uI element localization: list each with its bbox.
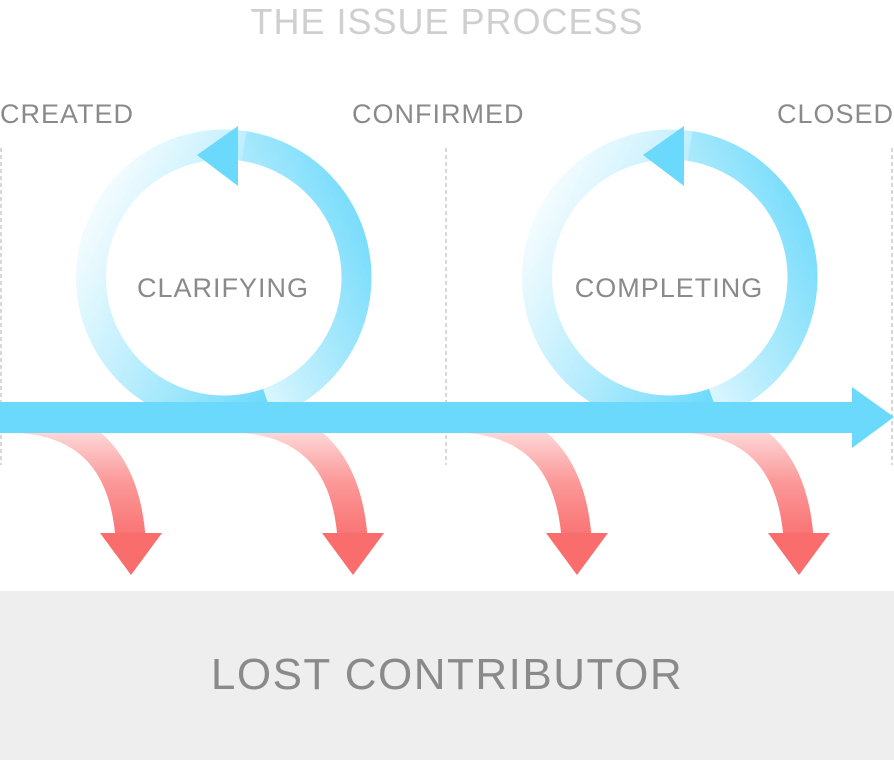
loss-arrow-2 bbox=[240, 403, 384, 575]
stage-label-closed: CLOSED bbox=[776, 99, 894, 129]
diagram-title: THE ISSUE PROCESS bbox=[250, 1, 644, 42]
loss-arrow-3 bbox=[464, 403, 608, 575]
stage-label-created: CREATED bbox=[0, 99, 135, 129]
loop-label-completing: COMPLETING bbox=[574, 273, 764, 303]
completing-loop-arrow bbox=[522, 126, 818, 426]
loop-label-clarifying: CLARIFYING bbox=[136, 273, 310, 303]
stage-label-confirmed: CONFIRMED bbox=[352, 99, 525, 129]
clarifying-loop-arrow bbox=[76, 126, 372, 426]
loss-arrow-4 bbox=[686, 403, 830, 575]
lost-contributor-band bbox=[0, 591, 894, 760]
loss-arrow-1 bbox=[18, 403, 162, 575]
main-process-arrow bbox=[0, 387, 894, 448]
lost-contributor-label: LOST CONTRIBUTOR bbox=[210, 650, 684, 699]
